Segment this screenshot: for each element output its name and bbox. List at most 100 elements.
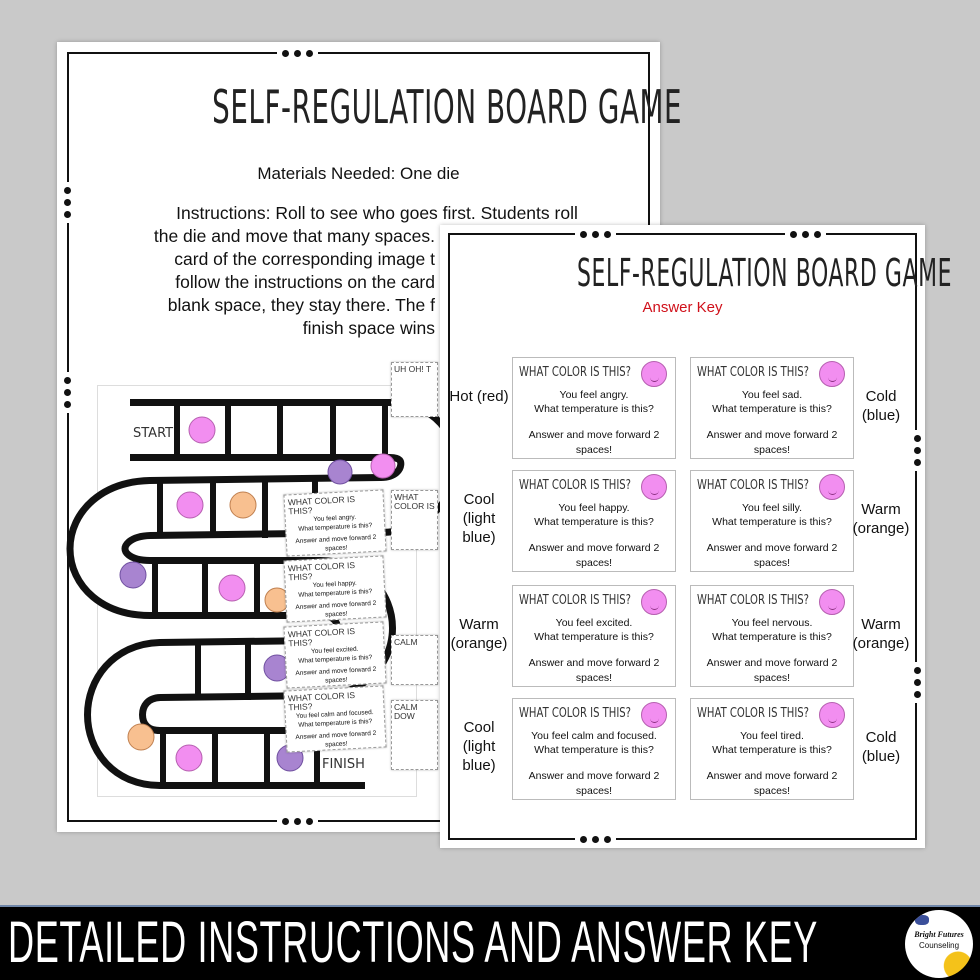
mini-card: WHAT COLOR IS THIS?You feel excited.What… — [283, 621, 387, 689]
answer-label: Cold (blue) — [861, 729, 901, 765]
page-title-text: SELF-REGULATION BOARD GAME — [577, 251, 953, 295]
card-instruction: Answer and move forward 2 spaces! — [528, 770, 660, 797]
instructions-line: blank space, they stay there. The f — [167, 295, 435, 315]
answer-key-subtitle: Answer Key — [642, 299, 723, 316]
card-question: What temperature is this? — [534, 516, 654, 528]
logo-line1: Bright Futures — [914, 930, 964, 939]
logo-line2: Counseling — [918, 941, 960, 950]
card-instruction: Answer and move forward 2 spaces! — [706, 657, 838, 684]
card-question: What temperature is this? — [534, 744, 654, 756]
card-feeling: You feel excited. — [555, 617, 633, 629]
instructions-line: the die and move that many spaces. — [153, 226, 435, 246]
card-instruction: Answer and move forward 2 spaces! — [706, 429, 838, 456]
banner-text: DETAILED INSTRUCTIONS AND ANSWER KEY — [8, 910, 818, 975]
card-question: What temperature is this? — [534, 403, 654, 415]
card-title: WHAT COLOR IS THIS? — [697, 706, 809, 721]
side-card: WHAT COLOR IS — [391, 490, 438, 550]
frame-dots — [61, 372, 73, 413]
instructions-line: card of the corresponding image t — [174, 249, 435, 269]
page-title-text: SELF-REGULATION BOARD GAME — [212, 80, 683, 134]
card-instruction: Answer and move forward 2 spaces! — [706, 542, 838, 569]
page-title: SELF-REGULATION BOARD GAME — [440, 251, 951, 295]
card-title: WHAT COLOR IS THIS? — [519, 706, 631, 721]
card-instruction: Answer and move forward 2 spaces! — [528, 429, 660, 456]
answer-label: Warm (orange) — [852, 616, 910, 652]
answer-label: Cool (light blue) — [462, 719, 496, 774]
flower-icon — [915, 915, 929, 925]
side-card-title: WHAT COLOR IS — [394, 492, 435, 511]
question-card: WHAT COLOR IS THIS? You feel sad. What t… — [690, 357, 854, 459]
frame-dots — [911, 430, 923, 471]
frame-dots — [575, 833, 616, 845]
card-feeling: You feel sad. — [741, 389, 803, 401]
pink-character-icon — [641, 474, 667, 500]
question-card: WHAT COLOR IS THIS? You feel nervous. Wh… — [690, 585, 854, 687]
pink-character-icon — [641, 589, 667, 615]
mini-card: WHAT COLOR IS THIS?You feel angry.What t… — [283, 489, 387, 557]
answer-label: Cold (blue) — [861, 388, 901, 424]
pink-character-icon — [819, 474, 845, 500]
page-title: SELF-REGULATION BOARD GAME — [57, 80, 681, 134]
card-feeling: You feel tired. — [740, 730, 804, 742]
frame-dots — [575, 228, 616, 240]
brand-logo: Bright Futures Counseling — [905, 910, 973, 978]
frame-dots — [277, 815, 318, 827]
question-card: WHAT COLOR IS THIS? You feel calm and fo… — [512, 698, 676, 800]
question-card: WHAT COLOR IS THIS? You feel angry. What… — [512, 357, 676, 459]
answer-label: Hot (red) — [449, 388, 509, 405]
side-card-title: UH OH! T — [394, 364, 432, 374]
pink-character-icon — [641, 361, 667, 387]
answer-label: Cool (light blue) — [462, 491, 496, 546]
question-card: WHAT COLOR IS THIS? You feel happy. What… — [512, 470, 676, 572]
card-instruction: Answer and move forward 2 spaces! — [706, 770, 838, 797]
question-card: WHAT COLOR IS THIS? You feel tired. What… — [690, 698, 854, 800]
card-question: What temperature is this? — [534, 631, 654, 643]
pink-character-icon — [641, 702, 667, 728]
pink-character-icon — [819, 702, 845, 728]
card-title: WHAT COLOR IS THIS? — [697, 593, 809, 608]
mini-card: WHAT COLOR IS THIS?You feel calm and foc… — [283, 685, 387, 753]
banner: DETAILED INSTRUCTIONS AND ANSWER KEY — [0, 905, 980, 980]
card-title: WHAT COLOR IS THIS? — [697, 365, 809, 380]
side-card: CALM — [391, 635, 438, 685]
card-question: What temperature is this? — [712, 403, 832, 415]
mini-card-answer: Answer and move forward 2 spaces! — [295, 599, 377, 619]
card-title: WHAT COLOR IS THIS? — [519, 365, 631, 380]
card-question: What temperature is this? — [712, 516, 832, 528]
mini-card-answer: Answer and move forward 2 spaces! — [295, 533, 377, 553]
question-card: WHAT COLOR IS THIS? You feel excited. Wh… — [512, 585, 676, 687]
answer-label: Warm (orange) — [450, 616, 508, 652]
card-feeling: You feel silly. — [741, 502, 803, 514]
side-card: CALM DOW — [391, 700, 438, 770]
card-title: WHAT COLOR IS THIS? — [519, 478, 631, 493]
card-title: WHAT COLOR IS THIS? — [697, 478, 809, 493]
card-question: What temperature is this? — [712, 631, 832, 643]
card-feeling: You feel nervous. — [731, 617, 813, 629]
frame-dots — [277, 47, 318, 59]
side-card-title: CALM DOW — [394, 702, 418, 721]
mini-card: WHAT COLOR IS THIS?You feel happy.What t… — [283, 555, 387, 623]
frame-dots — [911, 662, 923, 703]
card-feeling: You feel angry. — [559, 389, 629, 401]
card-feeling: You feel calm and focused. — [531, 730, 657, 742]
pink-character-icon — [819, 589, 845, 615]
mini-card-answer: Answer and move forward 2 spaces! — [295, 665, 377, 685]
card-instruction: Answer and move forward 2 spaces! — [528, 542, 660, 569]
card-instruction: Answer and move forward 2 spaces! — [528, 657, 660, 684]
frame-dots — [61, 182, 73, 223]
instructions-line: follow the instructions on the card — [175, 272, 435, 292]
side-card-title: CALM — [394, 637, 418, 647]
card-feeling: You feel happy. — [558, 502, 630, 514]
question-card: WHAT COLOR IS THIS? You feel silly. What… — [690, 470, 854, 572]
side-card: UH OH! T — [391, 362, 438, 417]
instructions-line: Instructions: Roll to see who goes first… — [176, 203, 578, 223]
instructions-line: finish space wins — [302, 318, 435, 338]
card-question: What temperature is this? — [712, 744, 832, 756]
mini-card-answer: Answer and move forward 2 spaces! — [295, 729, 377, 749]
frame-dots — [785, 228, 826, 240]
page-frame — [448, 233, 917, 840]
pink-character-icon — [819, 361, 845, 387]
materials-text: Materials Needed: One die — [257, 164, 460, 183]
card-title: WHAT COLOR IS THIS? — [519, 593, 631, 608]
instructions-text: Instructions: Roll to see who goes first… — [87, 202, 667, 340]
